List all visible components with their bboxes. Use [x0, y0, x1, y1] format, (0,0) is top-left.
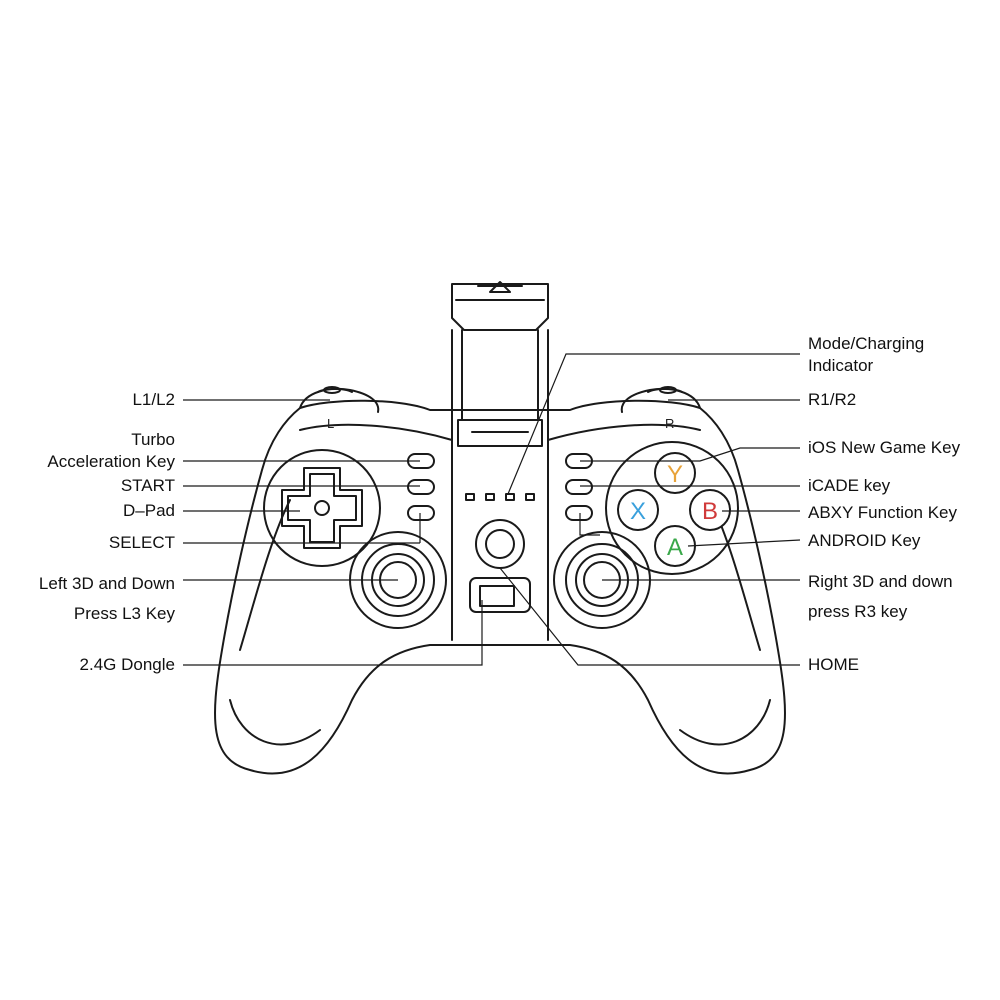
button-x: [617, 489, 659, 531]
label-android: ANDROID Key: [808, 531, 921, 550]
label-icade: iCADE key: [808, 476, 891, 495]
label-dongle: 2.4G Dongle: [79, 655, 175, 674]
left-shoulder: [299, 386, 380, 413]
label-mode-line1: Mode/Charging: [808, 334, 925, 353]
dpad-cross: [281, 467, 363, 549]
label-mode-line2: Indicator: [808, 356, 874, 375]
leader-lines: [183, 353, 801, 666]
label-turbo-line2: Acceleration Key: [47, 452, 175, 471]
label-home: HOME: [808, 655, 859, 674]
label-right-stick: Right 3D and down press R3 key: [808, 567, 953, 627]
button-y: [654, 452, 696, 494]
label-turbo: Turbo Acceleration Key: [47, 429, 175, 473]
label-ios: iOS New Game Key: [808, 438, 961, 457]
label-l1l2: L1/L2: [132, 390, 175, 409]
shoulder-label-left: L: [327, 416, 334, 431]
label-mode: Mode/Charging Indicator: [808, 333, 924, 377]
label-dpad: D–Pad: [123, 501, 175, 520]
label-left-stick-line2: Press L3 Key: [73, 604, 175, 623]
label-abxy: ABXY Function Key: [808, 503, 957, 522]
label-start: START: [120, 476, 175, 495]
label-turbo-line1: Turbo: [131, 430, 175, 449]
button-x-letter: X: [630, 498, 646, 525]
label-right-stick-line1: Right 3D and down: [808, 572, 953, 591]
button-y-letter: Y: [667, 461, 683, 488]
button-a-letter: A: [667, 534, 683, 561]
shoulder-label-right: R: [665, 416, 674, 431]
phone-clamp: [451, 281, 549, 641]
button-b-letter: B: [702, 498, 718, 525]
button-b: [689, 489, 731, 531]
controller-body: [214, 399, 786, 775]
label-r1r2: R1/R2: [808, 390, 857, 409]
label-select: SELECT: [108, 533, 175, 552]
right-shoulder: [620, 386, 701, 413]
label-right-stick-line2: press R3 key: [808, 602, 908, 621]
label-left-stick: Left 3D and Down Press L3 Key: [39, 569, 175, 629]
label-left-stick-line1: Left 3D and Down: [38, 574, 175, 593]
